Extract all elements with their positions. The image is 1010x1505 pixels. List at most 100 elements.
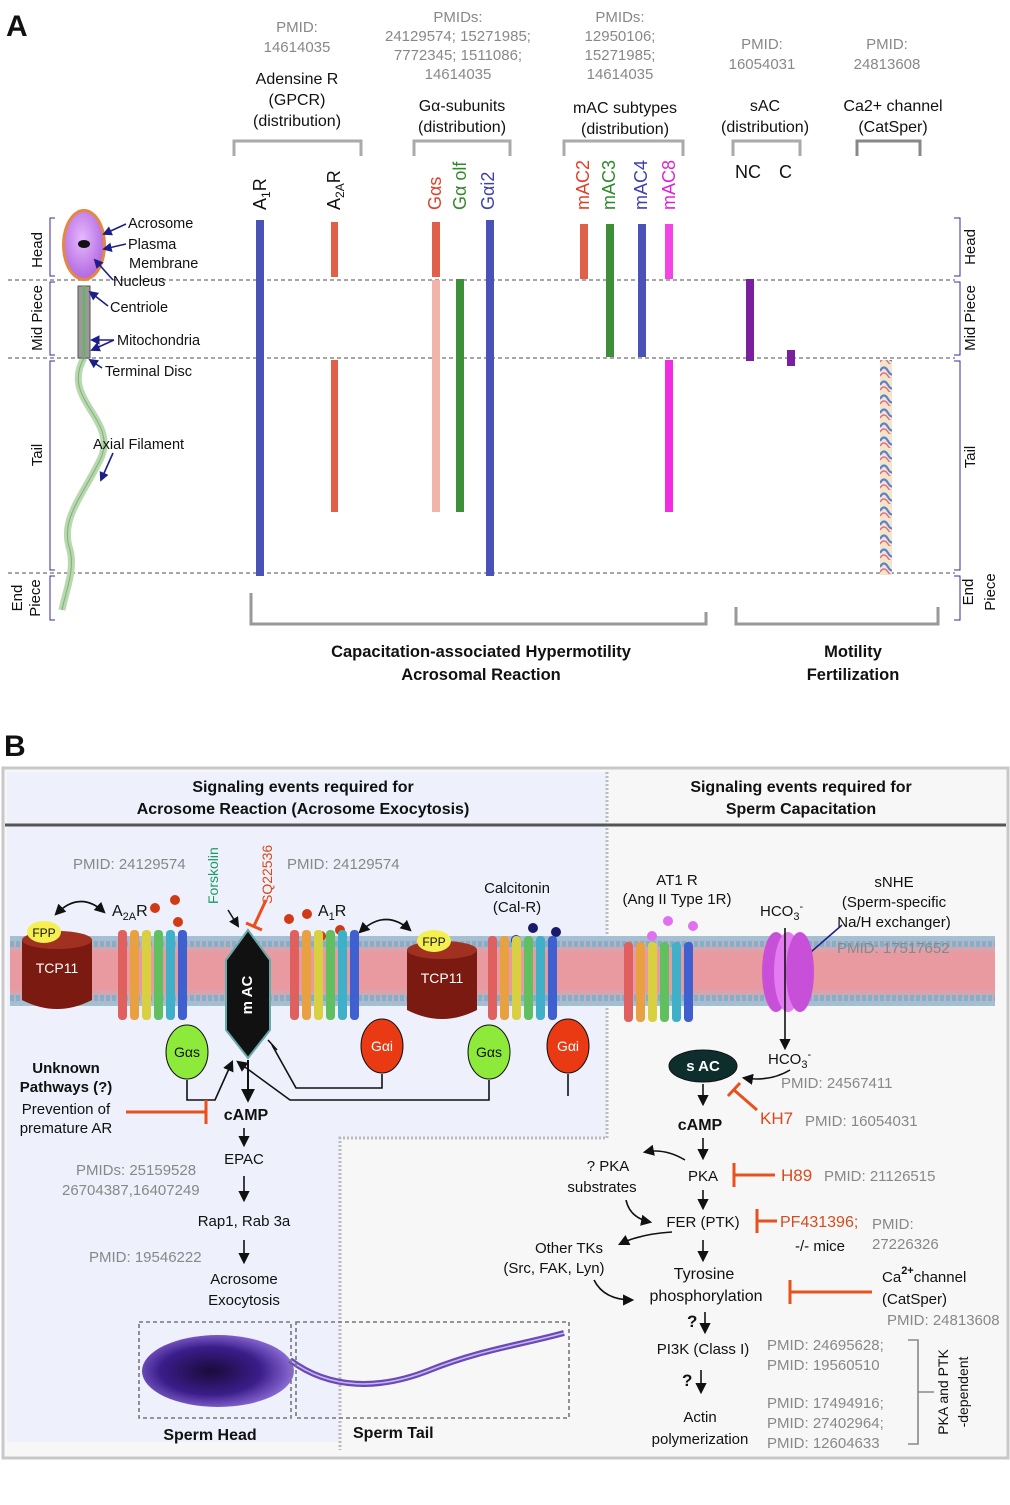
camp-right: cAMP [678,1117,723,1134]
title-catsper: Ca2+ channel(CatSper) [843,98,942,136]
region-head-right: Head [962,229,979,265]
sac: s AC [668,1049,738,1083]
region-tail-left: Tail [29,444,46,467]
svg-text:FPP: FPP [32,926,55,940]
kh7-inhibit [726,1081,758,1112]
svg-text:TCP11: TCP11 [36,960,79,976]
label-axial-filament: Axial Filament [93,437,184,453]
pka: PKA [688,1168,718,1185]
tks-to-tyr [593,1279,635,1306]
label-acrosome: Acrosome [128,216,193,232]
ang-dots [647,916,698,941]
mice: -/- mice [795,1238,845,1255]
gas-left: Gαs [165,1024,209,1080]
region-mid-left: Mid Piece [29,285,46,351]
pmid-pf: PMID:27226326 [872,1216,939,1253]
pmids-pi3k: PMID: 24695628;PMID: 19560510 [767,1337,884,1374]
svg-text:Gαi: Gαi [371,1038,393,1054]
pmid-h89: PMID: 21126515 [824,1168,935,1185]
col-a2ar: A2AR [324,170,347,210]
group-headers: PMID:14614035 Adensine R(GPCR)(distribut… [253,9,943,138]
q1: ? [687,1312,697,1331]
pmids-actin: PMID: 17494916;PMID: 27402964;PMID: 1260… [767,1395,884,1452]
right-pathway: AT1 R(Ang II Type 1R) HCO3- sNHE(Sperm-s… [503,872,999,1452]
pmid-rap: PMID: 19546222 [89,1249,202,1266]
a2ar-label: A2AR [112,903,148,923]
fpp-arrow-right [358,918,412,934]
svg-text:s AC: s AC [686,1058,720,1075]
pka-ptk-bracket [908,1339,934,1445]
tcp11-right: TCP11 FPP [407,930,477,1019]
pka-ptk: PKA and PTK-dependent [935,1349,971,1435]
region-dividers [8,279,955,574]
pmid-a2ar: PMID: 24129574 [73,856,186,873]
unknown-inhibit [126,1100,208,1124]
bar-a2ar-head [331,222,338,277]
pka-to-sub [642,1144,686,1161]
sperm-tail-box [295,1321,570,1419]
label-terminal-disc: Terminal Disc [105,364,192,380]
hco3-to-sac [741,1069,791,1085]
bar-gaolf [456,279,464,512]
label-mitochondria: Mitochondria [117,333,201,349]
col-gas: Gαs [425,177,445,210]
pmid-snhe: PMID: 17517652 [837,940,950,957]
left-pathway: PMID: 24129574 PMID: 24129574 Forskolin … [20,845,590,1444]
region-end-left: EndPiece [9,579,44,617]
label-plasma: Plasma [128,237,177,253]
gai-2: Gαi [546,1018,590,1074]
camp-left: cAMP [224,1107,269,1124]
sperm-head-label: Sperm Head [163,1427,256,1444]
hco3-bottom: HCO3- [768,1049,811,1071]
pmid-galpha: PMIDs:24129574; 15271985;7772345; 151108… [385,9,531,83]
svg-text:Gαs: Gαs [174,1044,200,1060]
label-membrane: Membrane [129,256,198,272]
col-gaolf: Gα olf [450,161,470,210]
gpcr-a2ar [118,930,187,1020]
col-a1r: A1R [250,178,273,210]
pmid-a1r: PMID: 24129574 [287,856,400,873]
sperm-labels: Acrosome Plasma Membrane Nucleus Centrio… [93,216,201,453]
title-adensine: Adensine R(GPCR)(distribution) [253,71,341,130]
forskolin: Forskolin [205,847,221,904]
pmid-kh7: PMID: 16054031 [805,1113,918,1130]
panel-a-label: A [6,10,28,43]
sq-inhibit [245,899,268,932]
title-sac: sAC(distribution) [721,98,809,136]
bar-sac-nc [746,279,754,361]
h89: H89 [781,1166,812,1185]
region-head-left: Head [29,232,46,268]
pmid-catsper: PMID:24813608 [854,36,921,73]
left-regions: Head Mid Piece Tail EndPiece [9,232,46,617]
col-mac2: mAC2 [573,160,593,210]
svg-text:TCP11: TCP11 [421,970,464,986]
group-brackets [232,139,922,156]
a1r-label: A1R [318,903,346,923]
bar-mac3 [606,224,614,357]
bar-gas-head [432,222,440,277]
pmid-sac: PMID:16054031 [729,36,796,73]
col-gai2: Gαi2 [478,172,498,210]
bar-gas-mid [432,280,440,512]
epac: EPAC [224,1151,264,1168]
bar-catsper [880,360,892,575]
q2: ? [682,1371,692,1390]
label-centriole: Centriole [110,300,168,316]
catsper: Ca2+channel [882,1265,966,1286]
gai-1: Gαi [360,1018,404,1074]
bar-sac-c [787,350,795,366]
col-c: C [779,162,792,182]
mac-channel: m AC [225,928,271,1060]
calcitonin: Calcitonin(Cal-R) [484,880,550,916]
bar-mac8-tail [665,360,673,512]
gpcr-at1r [624,942,693,1022]
pmid-catsper: PMID: 24813608 [887,1312,1000,1329]
gpcr-a1r [290,930,359,1020]
column-labels: A1R A2AR Gαs Gα olf Gαi2 mAC2 mAC3 mAC4 … [250,160,792,210]
